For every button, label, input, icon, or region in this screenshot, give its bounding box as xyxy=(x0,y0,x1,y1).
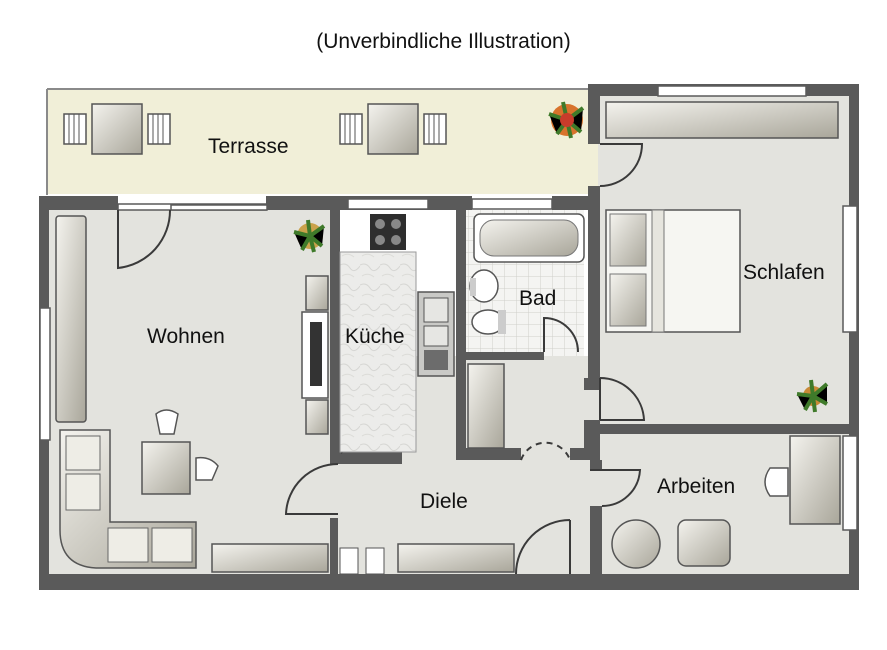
windows xyxy=(39,85,858,531)
double-bed xyxy=(605,209,741,333)
hall-wardrobe xyxy=(467,363,505,449)
room-label-terrasse: Terrasse xyxy=(208,135,289,158)
plant-icon xyxy=(293,219,326,253)
plant-icon xyxy=(548,101,585,139)
desk-chair xyxy=(764,467,789,497)
corner-sofa xyxy=(59,429,197,569)
terrace-table-right xyxy=(339,103,447,155)
room-label-bad: Bad xyxy=(519,287,556,310)
bedroom-wardrobe xyxy=(605,101,839,139)
wall-cabinet xyxy=(55,215,87,423)
room-label-arbeiten: Arbeiten xyxy=(657,475,735,498)
plan-caption: (Unverbindliche Illustration) xyxy=(316,30,571,53)
room-label-diele: Diele xyxy=(420,490,468,513)
room-label-wohnen: Wohnen xyxy=(147,325,225,348)
hall-niche xyxy=(339,547,385,575)
bathroom-fixtures xyxy=(469,213,585,335)
armchair xyxy=(677,519,731,567)
plant-icon xyxy=(796,379,829,413)
dining-table xyxy=(141,409,219,495)
sideboard xyxy=(211,543,329,573)
hall-cabinet xyxy=(397,543,515,573)
room-label-kueche: Küche xyxy=(345,325,405,348)
desk xyxy=(789,435,841,525)
room-label-schlafen: Schlafen xyxy=(743,261,825,284)
kitchen-counter xyxy=(339,214,455,453)
round-table xyxy=(611,519,661,569)
tv-unit xyxy=(301,275,329,435)
terrace-border xyxy=(46,88,598,195)
terrace-table-left xyxy=(63,103,171,155)
